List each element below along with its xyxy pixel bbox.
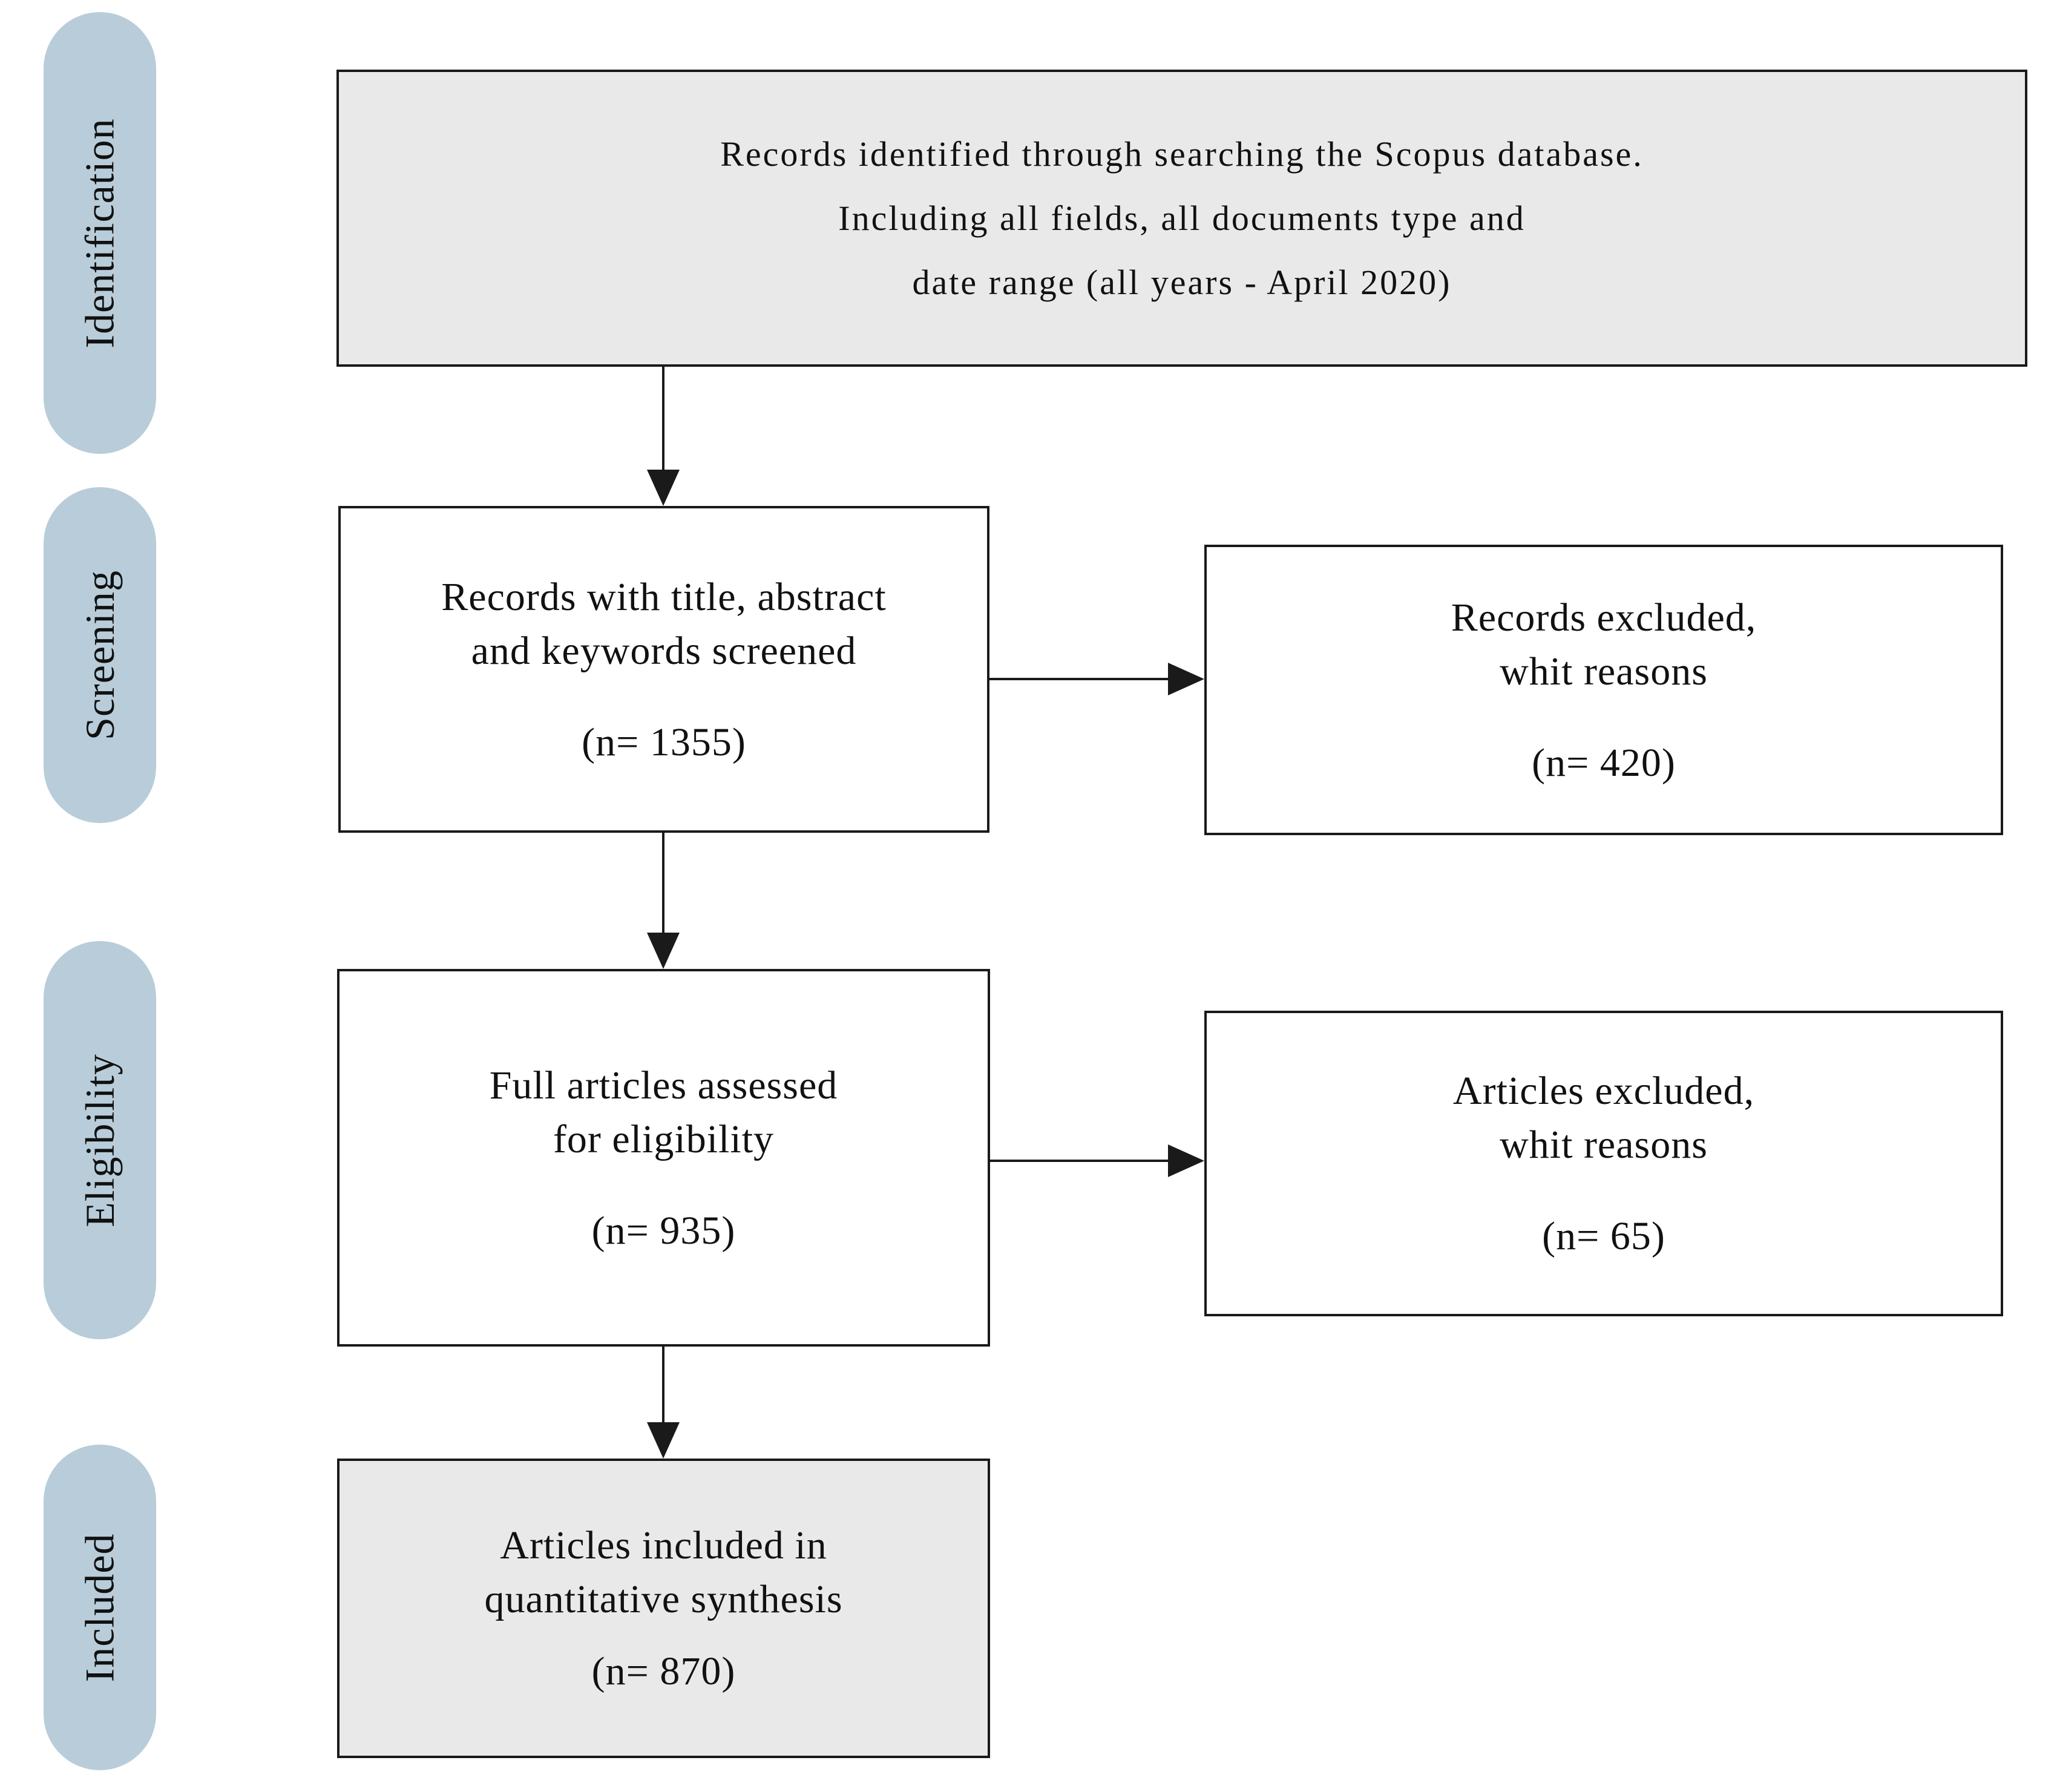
box-text-line: for eligibility xyxy=(553,1117,775,1161)
record-count: (n= 935) xyxy=(591,1208,736,1253)
arrowhead-down-icon xyxy=(647,470,680,506)
box-records-identified: Records identified through searching the… xyxy=(336,70,2027,367)
stage-label-eligibility: Eligibility xyxy=(76,1053,123,1227)
box-text-line: whit reasons xyxy=(1500,1123,1708,1167)
arrowhead-down-icon xyxy=(647,1422,680,1459)
arrowhead-down-icon xyxy=(647,933,680,969)
record-count: (n= 65) xyxy=(1542,1214,1665,1258)
box-text-line: Including all fields, all documents type… xyxy=(838,198,1526,238)
record-count: (n= 420) xyxy=(1532,740,1676,785)
stage-pill-included: Included xyxy=(44,1445,156,1770)
box-text-line: date range (all years - April 2020) xyxy=(912,262,1452,302)
arrow-shaft xyxy=(990,1160,1169,1162)
box-articles-included: Articles included in quantitative synthe… xyxy=(337,1459,990,1758)
stage-label-screening: Screening xyxy=(76,570,123,740)
box-articles-excluded: Articles excluded, whit reasons (n= 65) xyxy=(1204,1011,2003,1316)
record-count: (n= 1355) xyxy=(582,720,746,764)
box-text-line: quantitative synthesis xyxy=(484,1577,843,1621)
stage-pill-eligibility: Eligibility xyxy=(44,941,156,1339)
box-text-line: Records identified through searching the… xyxy=(720,134,1644,174)
stage-label-identification: Identification xyxy=(76,117,123,349)
stage-pill-screening: Screening xyxy=(44,487,156,823)
arrowhead-right-icon xyxy=(1168,663,1204,695)
record-count: (n= 870) xyxy=(591,1649,736,1693)
stage-pill-identification: Identification xyxy=(44,12,156,454)
box-text-line: Articles excluded, xyxy=(1452,1069,1755,1113)
arrow-shaft xyxy=(989,678,1169,680)
arrow-shaft xyxy=(662,367,664,471)
box-records-excluded: Records excluded, whit reasons (n= 420) xyxy=(1204,545,2003,835)
box-text-line: Records excluded, xyxy=(1451,595,1757,640)
box-full-articles-assessed: Full articles assessed for eligibility (… xyxy=(337,969,990,1347)
box-records-screened: Records with title, abstract and keyword… xyxy=(338,506,989,833)
box-text-line: Articles included in xyxy=(500,1523,827,1567)
arrowhead-right-icon xyxy=(1168,1144,1204,1177)
arrow-shaft xyxy=(662,1347,664,1423)
stage-label-included: Included xyxy=(76,1533,123,1682)
box-text-line: Full articles assessed xyxy=(489,1063,838,1108)
box-text-line: and keywords screened xyxy=(471,628,857,673)
box-text-line: whit reasons xyxy=(1500,649,1708,694)
arrow-shaft xyxy=(662,833,664,934)
box-text-line: Records with title, abstract xyxy=(441,574,887,619)
